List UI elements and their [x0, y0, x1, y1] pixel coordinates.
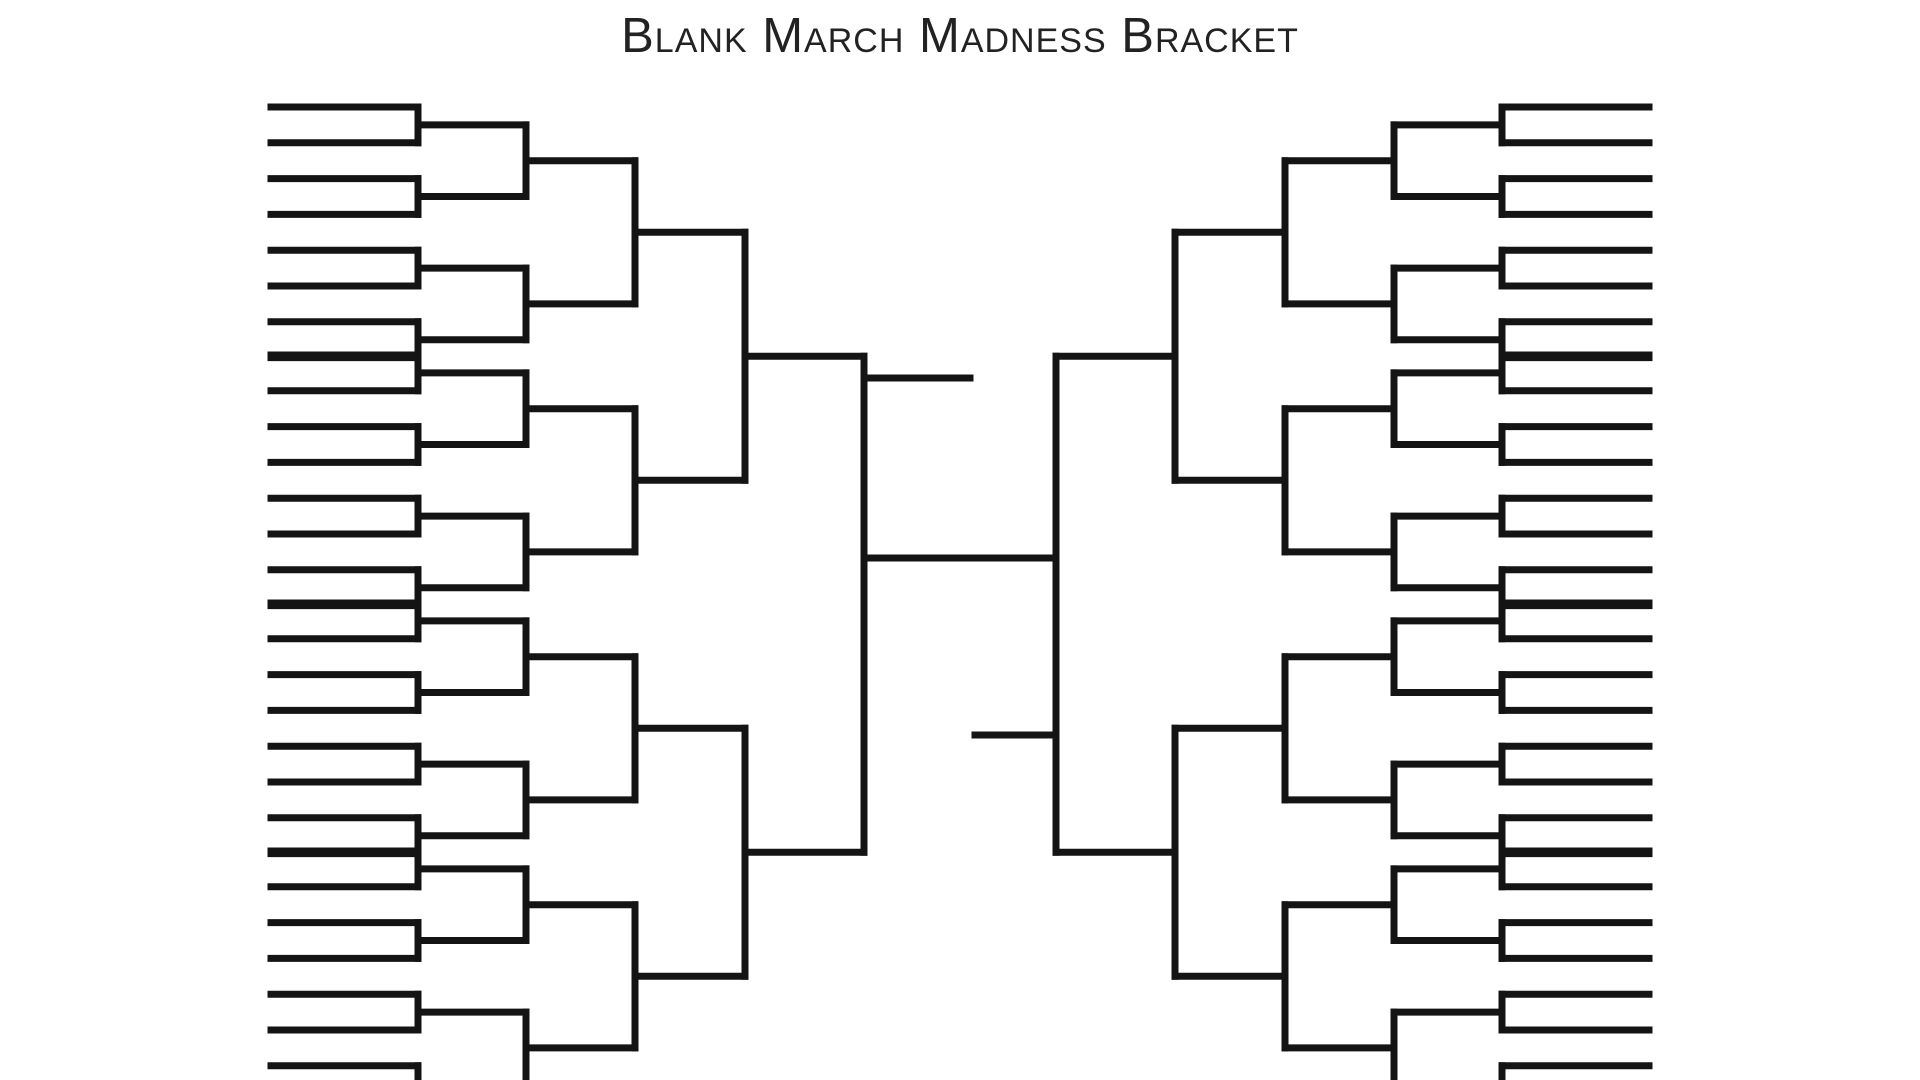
page-title: Blank March Madness Bracket — [621, 9, 1299, 63]
